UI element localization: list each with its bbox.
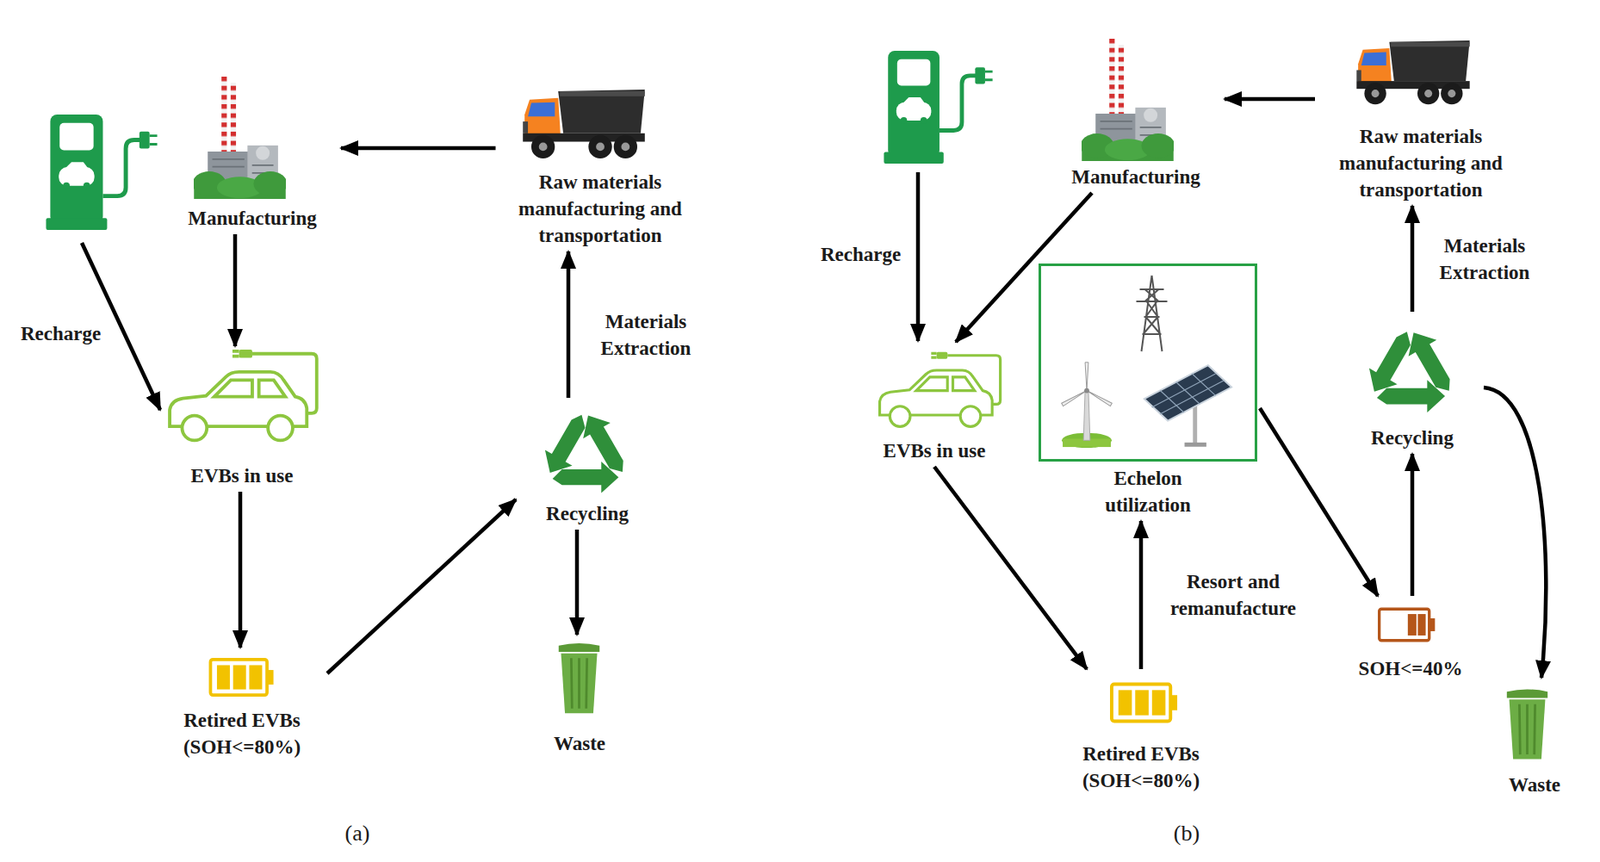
battery-icon (1379, 608, 1436, 640)
node-label: Manufacturing (187, 204, 317, 232)
edge-side-label: Recharge (818, 241, 903, 268)
truck-icon (522, 89, 645, 159)
edge-label: Materials Extraction (1422, 232, 1547, 286)
node-label: Retired EVBs (SOH<=80%) (164, 706, 320, 761)
flow-arrow (1224, 97, 1315, 102)
icon-node: Waste (536, 637, 623, 757)
icon-node: EVBs in use (848, 344, 1021, 465)
flow-arrow (934, 466, 1087, 670)
recycle-icon (1360, 324, 1463, 413)
flow-arrow (1139, 520, 1144, 670)
panel-label: (b) (1172, 819, 1202, 847)
icon-node: Recycling (518, 400, 657, 528)
flow-arrow (1483, 387, 1546, 678)
car-icon (880, 352, 1001, 428)
node-label: Raw materials manufacturing and transpor… (1324, 123, 1519, 204)
flow-arrow (566, 251, 571, 398)
icon-node: Waste (1495, 680, 1574, 799)
icon-node: Manufacturing (1049, 34, 1222, 191)
node-label: Recycling (1370, 424, 1454, 452)
flow-arrow (1410, 453, 1415, 596)
icon-node: Retired EVBs (SOH<=80%) (1058, 671, 1224, 794)
icon-node: SOH<=40% (1350, 598, 1471, 683)
panel-label: (a) (343, 819, 373, 847)
solar-panel-icon (1144, 365, 1232, 447)
edge-label: Resort and remanufacture (1158, 568, 1309, 622)
bin-icon (1506, 689, 1548, 760)
power-tower-icon (1136, 275, 1168, 352)
node-label: SOH<=40% (1358, 655, 1464, 683)
flow-arrow (955, 192, 1092, 342)
icon-node: Retired EVBs (SOH<=80%) (159, 650, 325, 761)
node-label: Recycling (545, 500, 629, 528)
node-label: Manufacturing (1071, 163, 1201, 191)
truck-icon (1356, 40, 1470, 105)
node-label: EVBs in use (191, 462, 294, 490)
battery-icon (1111, 684, 1178, 722)
node-label: EVBs in use (883, 437, 987, 465)
edge-side-label: Recharge (18, 320, 103, 348)
wind-turbine-icon (1061, 362, 1113, 448)
group-box: Echelon utilization (1038, 263, 1258, 519)
group-border (1038, 263, 1258, 462)
icon-node: Manufacturing (166, 73, 339, 232)
recycle-icon (536, 407, 635, 493)
node-label: Retired EVBs (SOH<=80%) (1063, 740, 1219, 794)
flow-arrow (341, 146, 497, 151)
bin-icon (558, 643, 600, 714)
factory-icon (1079, 38, 1175, 162)
flow-arrow (575, 529, 580, 635)
node-label: Raw materials manufacturing and transpor… (503, 168, 698, 249)
icon-node: EVBs in use (160, 348, 324, 490)
flow-arrow (1410, 205, 1415, 312)
node-label: Echelon utilization (1083, 465, 1213, 519)
flow-arrow (238, 491, 243, 648)
node-label: Waste (553, 730, 606, 757)
edge-label: Materials Extraction (583, 308, 708, 362)
charger-icon (883, 50, 993, 164)
battery-icon (210, 659, 273, 695)
node-label: Waste (1508, 771, 1561, 799)
flow-arrow (233, 234, 238, 347)
icon-node: Recycling (1343, 314, 1482, 452)
factory-icon (192, 76, 287, 199)
car-icon (169, 349, 317, 441)
recharge-arrow (916, 172, 921, 342)
charger-icon (45, 114, 157, 230)
flow-arrow (327, 499, 516, 674)
icon-node: Raw materials manufacturing and transpor… (498, 81, 703, 249)
icon-node: Raw materials manufacturing and transpor… (1317, 36, 1525, 204)
